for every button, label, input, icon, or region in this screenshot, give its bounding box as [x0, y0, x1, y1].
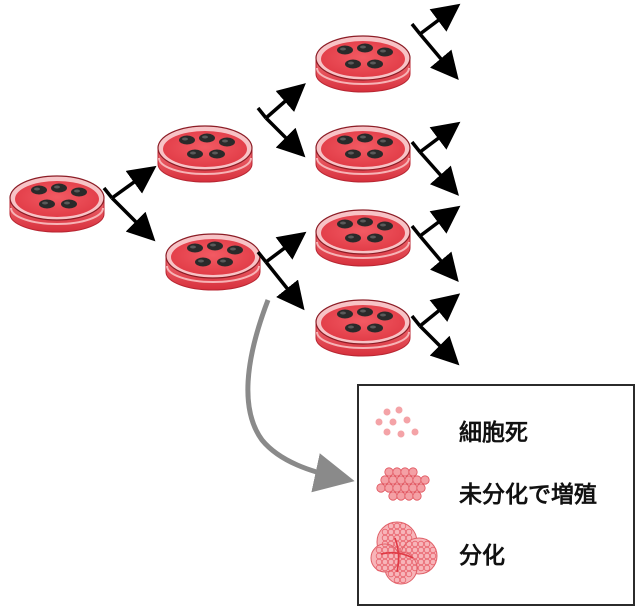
- branch-arrows: [102, 3, 461, 366]
- cell-colony: [187, 149, 203, 159]
- cell-colony: [187, 243, 203, 253]
- legend-label-differentiation: 分化: [459, 543, 505, 569]
- cell-colony: [337, 219, 353, 229]
- petri-dish: [315, 125, 411, 183]
- cell-colony: [357, 43, 373, 53]
- branch-arrow: [102, 165, 157, 242]
- legend-label-cell-death: 細胞死: [459, 420, 528, 446]
- cell-colony: [217, 257, 233, 267]
- cell-colony: [357, 133, 373, 143]
- cell-colony: [227, 245, 243, 255]
- petri-dish: [9, 175, 105, 233]
- cell-colony: [71, 187, 87, 197]
- cell-colony: [199, 133, 215, 143]
- branch-arrow: [410, 205, 461, 283]
- cell-colony: [377, 47, 393, 57]
- cell-colony: [337, 135, 353, 145]
- branch-arrow: [256, 231, 307, 311]
- cell-colony: [179, 135, 195, 145]
- legend-box: 細胞死 未分化で増殖 分化: [357, 384, 635, 606]
- cell-colony: [61, 199, 77, 209]
- cell-colony: [345, 233, 361, 243]
- cell-colony: [195, 257, 211, 267]
- cell-colony: [337, 309, 353, 319]
- petri-dish: [315, 299, 411, 357]
- petri-dish: [165, 233, 261, 291]
- cell-colony: [51, 183, 67, 193]
- petri-dish: [157, 125, 253, 183]
- petri-dish: [315, 209, 411, 267]
- branch-arrow: [256, 83, 306, 158]
- cell-colony: [377, 137, 393, 147]
- cell-colony: [209, 149, 225, 159]
- cell-colony: [367, 233, 383, 243]
- branch-arrow: [410, 293, 461, 366]
- legend-label-proliferation: 未分化で増殖: [459, 482, 597, 508]
- petri-dishes: [9, 35, 411, 357]
- cell-colony: [377, 311, 393, 321]
- cell-colony: [367, 59, 383, 69]
- branch-arrow: [410, 121, 461, 196]
- cell-colony: [345, 323, 361, 333]
- branch-arrow: [410, 3, 461, 81]
- proliferation-cluster-icon: [376, 467, 430, 501]
- cell-colony: [207, 241, 223, 251]
- cell-colony: [31, 185, 47, 195]
- cell-colony: [345, 149, 361, 159]
- cell-colony: [337, 45, 353, 55]
- differentiation-cluster-icon: [370, 521, 438, 585]
- cell-colony: [345, 59, 361, 69]
- cell-colony: [357, 307, 373, 317]
- cell-colony: [39, 199, 55, 209]
- cell-colony: [367, 149, 383, 159]
- cell-colony: [367, 323, 383, 333]
- cell-colony: [357, 217, 373, 227]
- cell-colony: [377, 221, 393, 231]
- cell-death-icon: [375, 406, 419, 438]
- connector-arrow: [245, 299, 355, 493]
- cell-colony: [219, 137, 235, 147]
- petri-dish: [315, 35, 411, 93]
